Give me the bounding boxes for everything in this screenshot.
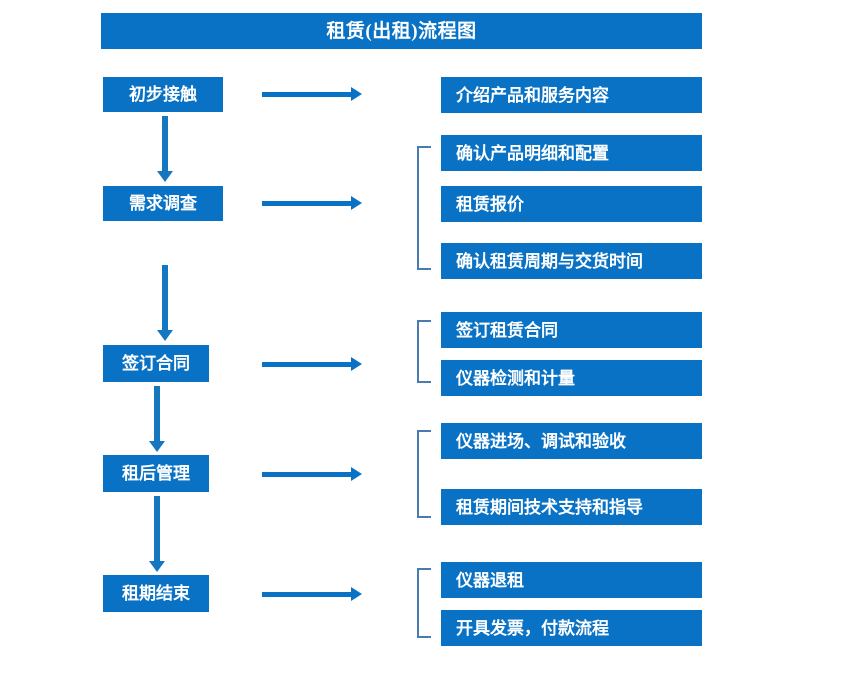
arrow-shaft bbox=[162, 265, 168, 330]
vertical-arrow-stage1-to-stage2 bbox=[157, 116, 173, 182]
arrow-head-right-icon bbox=[351, 196, 362, 210]
detail-box-technical-support[interactable]: 租赁期间技术支持和指导 bbox=[441, 489, 702, 525]
detail-label: 仪器检测和计量 bbox=[456, 368, 575, 388]
arrow-shaft bbox=[262, 362, 351, 367]
stage-box-lease-end[interactable]: 租期结束 bbox=[103, 575, 209, 612]
arrow-shaft bbox=[262, 201, 351, 206]
detail-box-sign-lease-agreement[interactable]: 签订租赁合同 bbox=[441, 312, 702, 348]
stage-label: 签订合同 bbox=[122, 354, 190, 373]
diagram-title: 租赁(出租)流程图 bbox=[326, 20, 477, 42]
horizontal-arrow-stage2 bbox=[262, 196, 362, 210]
detail-box-confirm-product-spec[interactable]: 确认产品明细和配置 bbox=[441, 135, 702, 171]
arrow-head-right-icon bbox=[351, 587, 362, 601]
arrow-head-right-icon bbox=[351, 87, 362, 101]
arrow-head-down-icon bbox=[149, 441, 165, 452]
detail-box-instrument-installation[interactable]: 仪器进场、调试和验收 bbox=[441, 423, 702, 459]
horizontal-arrow-stage1 bbox=[262, 87, 362, 101]
detail-box-lease-quotation[interactable]: 租赁报价 bbox=[441, 186, 702, 222]
detail-label: 签订租赁合同 bbox=[456, 320, 558, 340]
stage-box-post-lease-management[interactable]: 租后管理 bbox=[103, 455, 209, 492]
detail-box-invoice-payment[interactable]: 开具发票，付款流程 bbox=[441, 610, 702, 646]
horizontal-arrow-stage3 bbox=[262, 357, 362, 371]
stage-box-initial-contact[interactable]: 初步接触 bbox=[103, 77, 223, 112]
arrow-head-right-icon bbox=[351, 467, 362, 481]
arrow-head-down-icon bbox=[157, 171, 173, 182]
stage-box-demand-survey[interactable]: 需求调查 bbox=[103, 186, 223, 221]
detail-label: 开具发票，付款流程 bbox=[456, 618, 609, 638]
detail-box-introduce-products[interactable]: 介绍产品和服务内容 bbox=[441, 77, 702, 113]
detail-label: 确认产品明细和配置 bbox=[456, 143, 609, 163]
bracket-group-sign-contract bbox=[417, 320, 431, 383]
detail-label: 介绍产品和服务内容 bbox=[456, 85, 609, 105]
arrow-head-down-icon bbox=[149, 561, 165, 572]
detail-box-confirm-lease-period[interactable]: 确认租赁周期与交货时间 bbox=[441, 243, 702, 279]
arrow-shaft bbox=[154, 386, 160, 441]
horizontal-arrow-stage4 bbox=[262, 467, 362, 481]
stage-box-sign-contract[interactable]: 签订合同 bbox=[103, 345, 209, 382]
detail-box-instrument-return[interactable]: 仪器退租 bbox=[441, 562, 702, 598]
detail-box-instrument-inspection[interactable]: 仪器检测和计量 bbox=[441, 360, 702, 396]
arrow-head-right-icon bbox=[351, 357, 362, 371]
vertical-arrow-stage4-to-stage5 bbox=[149, 496, 165, 572]
bracket-group-demand-survey bbox=[417, 146, 431, 270]
detail-label: 租赁期间技术支持和指导 bbox=[456, 497, 643, 517]
arrow-shaft bbox=[162, 116, 168, 171]
arrow-shaft bbox=[154, 496, 160, 561]
stage-label: 需求调查 bbox=[129, 194, 197, 213]
arrow-shaft bbox=[262, 92, 351, 97]
vertical-arrow-stage2-to-stage3 bbox=[157, 265, 173, 341]
detail-label: 确认租赁周期与交货时间 bbox=[456, 251, 643, 271]
arrow-shaft bbox=[262, 472, 351, 477]
arrow-shaft bbox=[262, 592, 351, 597]
bracket-group-lease-end bbox=[417, 568, 431, 638]
vertical-arrow-stage3-to-stage4 bbox=[149, 386, 165, 452]
stage-label: 初步接触 bbox=[129, 85, 197, 104]
detail-label: 仪器进场、调试和验收 bbox=[456, 431, 626, 451]
diagram-title-bar: 租赁(出租)流程图 bbox=[101, 13, 702, 49]
stage-label: 租后管理 bbox=[122, 464, 190, 483]
arrow-head-down-icon bbox=[157, 330, 173, 341]
horizontal-arrow-stage5 bbox=[262, 587, 362, 601]
bracket-group-post-lease-management bbox=[417, 430, 431, 518]
detail-label: 仪器退租 bbox=[456, 570, 524, 590]
detail-label: 租赁报价 bbox=[456, 194, 524, 214]
stage-label: 租期结束 bbox=[122, 584, 190, 603]
